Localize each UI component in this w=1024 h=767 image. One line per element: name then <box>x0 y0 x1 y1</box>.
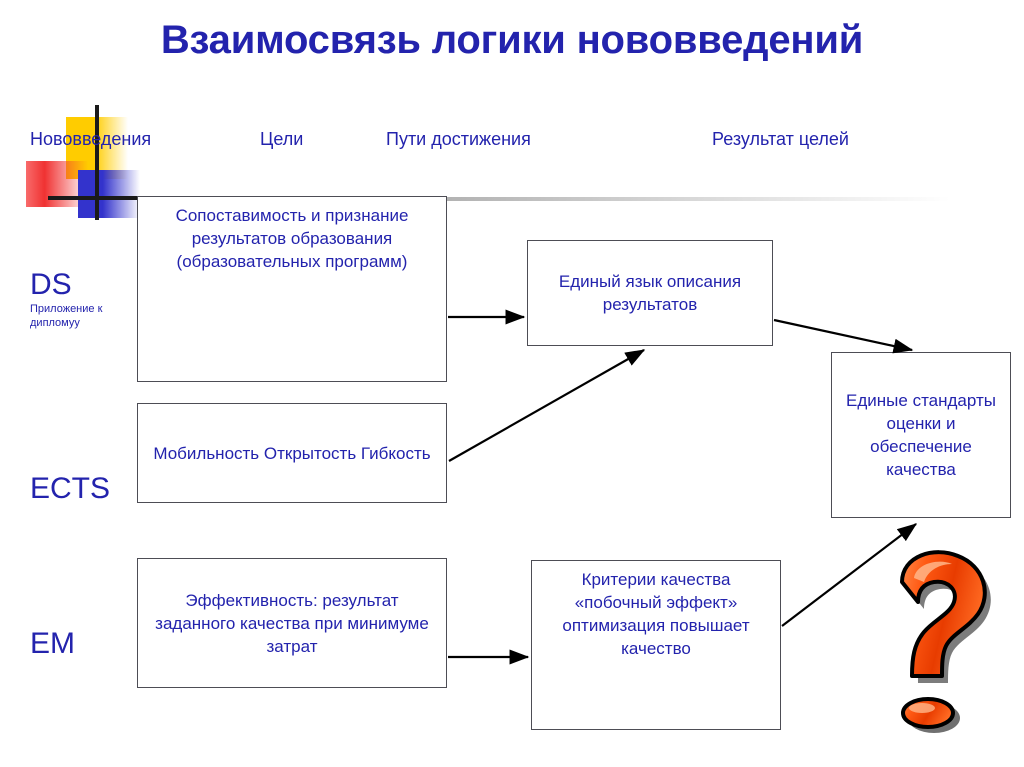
row-label-em-code: EM <box>30 627 75 660</box>
node-path-quality-criteria-text: Критерии качества «побочный эффект» опти… <box>562 570 750 658</box>
column-header-goals: Цели <box>260 129 304 149</box>
question-mark-icon <box>872 548 1012 744</box>
column-header-result: Результат целей <box>712 129 849 149</box>
row-label-ds: DS Приложение к дипломуу <box>30 268 134 330</box>
row-label-ects-code: ECTS <box>30 472 111 505</box>
decoration-gray-rule <box>140 197 950 201</box>
row-label-ds-subtitle: Приложение к дипломуу <box>30 303 103 329</box>
decoration-vertical-rule <box>95 105 99 220</box>
column-header-means: Пути достижения <box>386 129 531 149</box>
decoration-horizontal-rule <box>48 196 143 200</box>
decoration-blue-square <box>78 170 140 218</box>
node-path-quality-criteria[interactable]: Критерии качества «побочный эффект» опти… <box>531 560 781 730</box>
row-label-ds-code: DS <box>30 268 72 301</box>
node-goal-ds-text: Сопоставимость и признание результатов о… <box>175 206 409 271</box>
connector-goal-ects-to-common-language <box>448 349 646 462</box>
row-label-ects: ECTS <box>30 472 110 506</box>
column-header-innovations: Нововведения <box>30 129 152 149</box>
node-goal-em[interactable]: Эффективность: результат заданного качес… <box>137 558 447 688</box>
page-title: Взаимосвязь логики нововведений <box>160 18 864 62</box>
node-path-common-language-text: Единый язык описания результатов <box>558 272 742 314</box>
node-goal-em-text: Эффективность: результат заданного качес… <box>155 590 429 656</box>
node-goal-ects-text: Мобильность Открытость Гибкость <box>153 443 431 463</box>
row-label-em: EM <box>30 627 75 661</box>
node-goal-ds[interactable]: Сопоставимость и признание результатов о… <box>137 196 447 382</box>
node-result-standards-text: Единые стандарты оценки и обеспечение ка… <box>846 391 996 479</box>
decoration-red-square <box>26 161 88 207</box>
node-path-common-language[interactable]: Единый язык описания результатов <box>527 240 773 346</box>
node-result-standards[interactable]: Единые стандарты оценки и обеспечение ка… <box>831 352 1011 518</box>
connector-common-language-to-result <box>773 318 914 354</box>
node-goal-ects[interactable]: Мобильность Открытость Гибкость <box>137 403 447 503</box>
